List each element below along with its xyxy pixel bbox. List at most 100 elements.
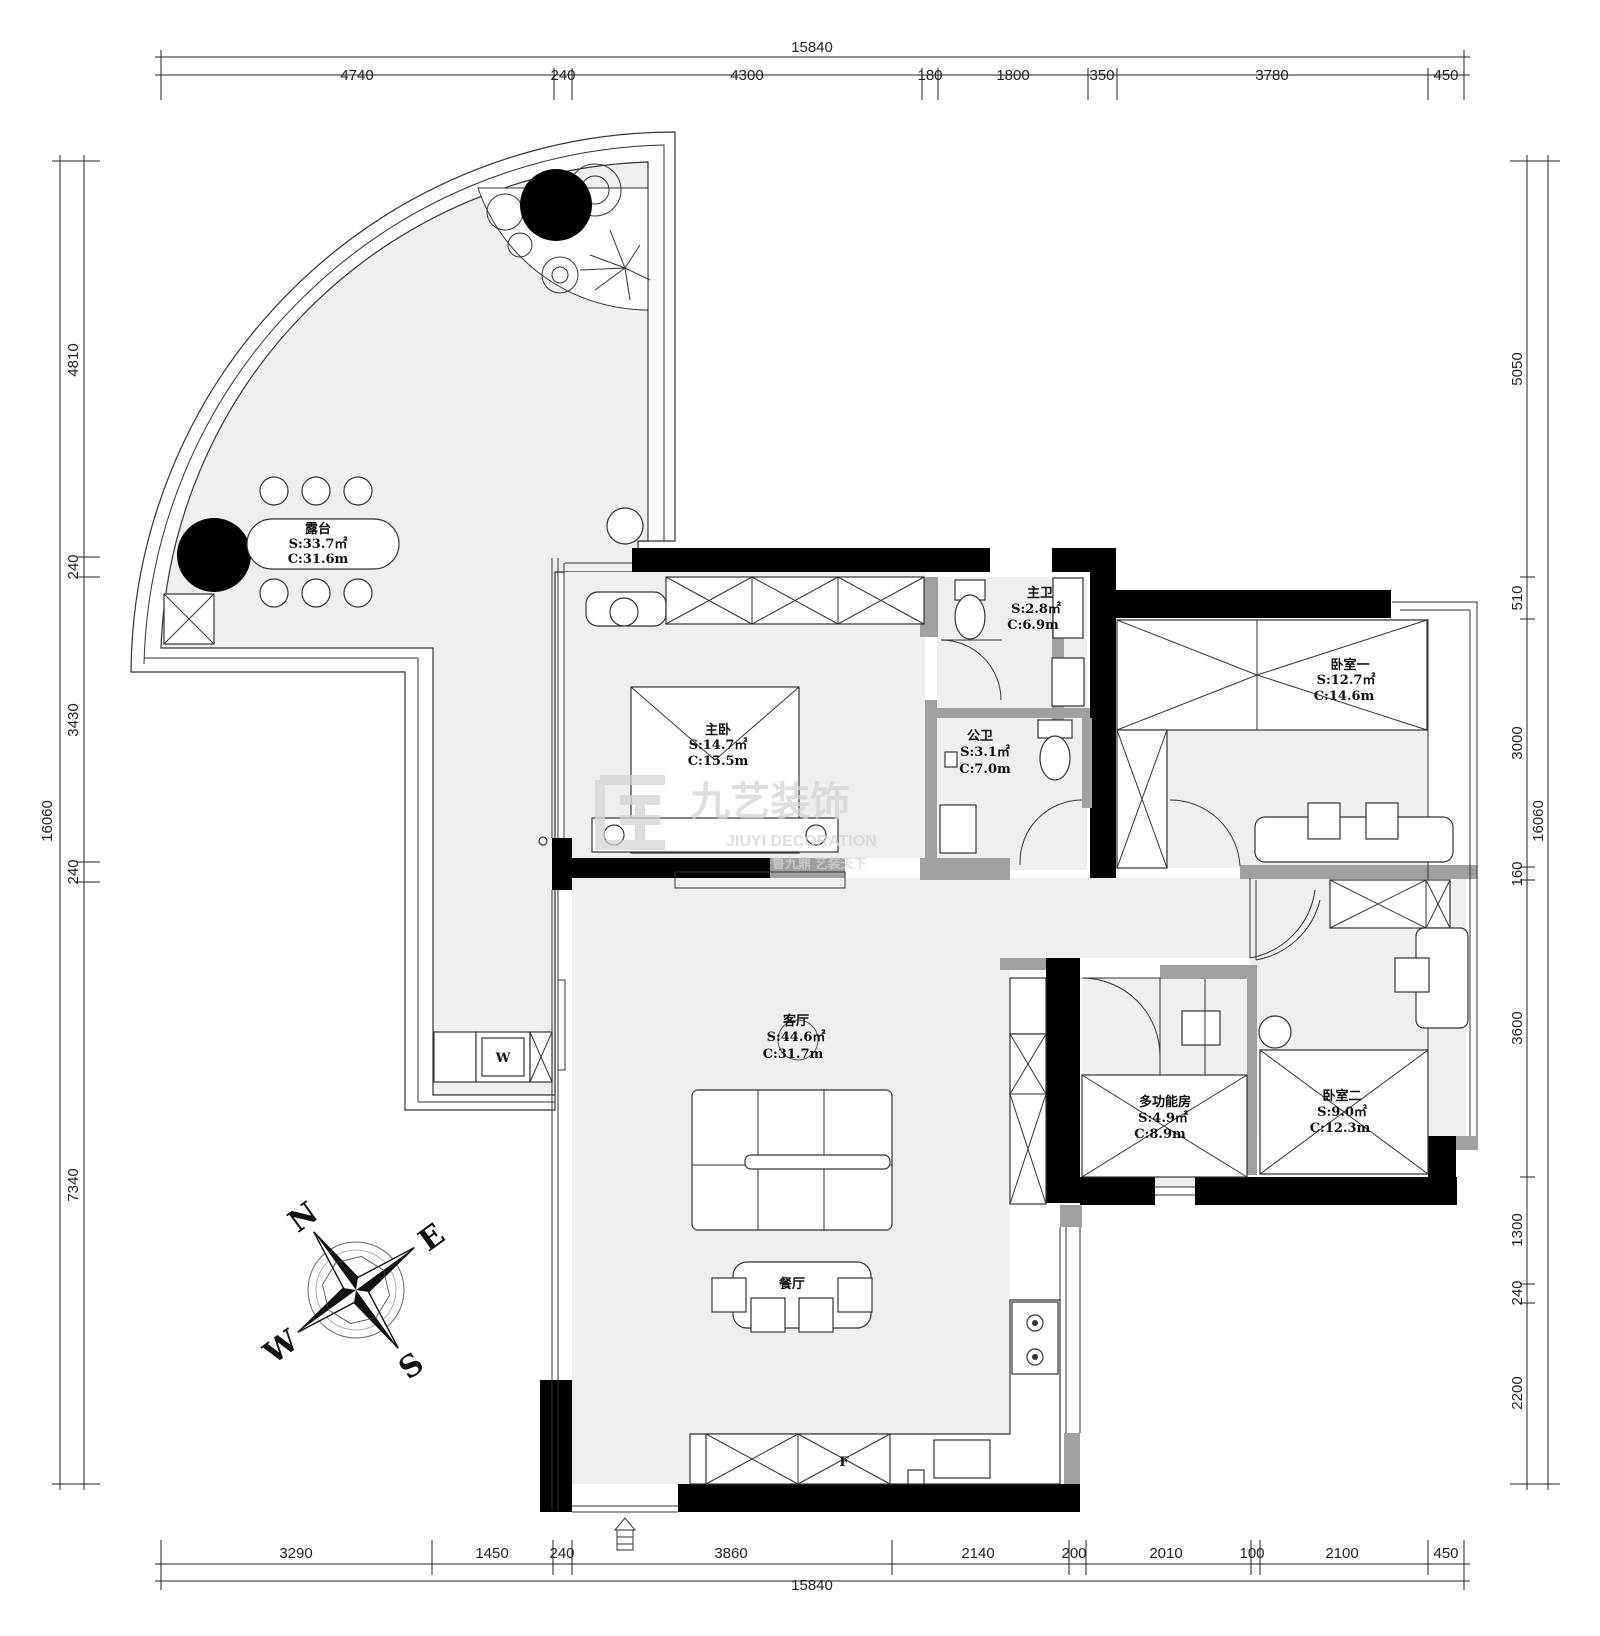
dining-label: 餐厅 (778, 1276, 805, 1292)
wardrobe (1329, 879, 1451, 929)
bedroom-2: 卧室二 S:9.0㎡ C:12.3m (1255, 879, 1469, 1175)
multi-function-room: 多功能房 S:4.9㎡ C:8.9m (1081, 977, 1248, 1178)
toilet-icon (954, 594, 986, 640)
basin-icon (939, 804, 977, 854)
living-dining-floor (572, 878, 1250, 1484)
bedroom-1-label: 卧室一 S:12.7㎡ C:14.6m (1314, 657, 1376, 704)
master-bedroom-label: 主卧 S:14.7㎡ C:15.5m (688, 722, 749, 769)
dimension-top: 15840 4740 240 4300 180 1800 350 3780 45… (155, 39, 1470, 100)
dim-bottom-seg: 3290 (279, 1545, 312, 1562)
public-bath-name: 公卫 (967, 729, 993, 744)
dim-bottom-seg: 200 (1061, 1545, 1086, 1562)
public-bath-perimeter: C:7.0m (959, 762, 1011, 777)
chair (750, 1297, 786, 1333)
dim-bottom-seg: 450 (1433, 1545, 1458, 1562)
terrace-area-text: S:33.7㎡ (289, 536, 348, 552)
multi-room-perimeter: C:8.9m (1134, 1127, 1186, 1142)
master-bath-label: 主卫 S:2.8㎡ C:6.9m (1007, 585, 1061, 633)
bedroom-2-perimeter: C:12.3m (1310, 1121, 1371, 1136)
dim-right-seg: 5050 (1509, 352, 1526, 385)
toilet-icon (1039, 735, 1071, 781)
living-room-area: S:44.6㎡ (767, 1029, 826, 1045)
terrace-label: 露台 S:33.7㎡ C:31.6m (288, 521, 349, 567)
dim-left-seg: 3430 (65, 703, 82, 736)
stool (343, 476, 373, 506)
bedroom-1-name: 卧室一 (1330, 657, 1369, 673)
dim-top-seg: 3780 (1255, 67, 1288, 84)
dim-left-seg: 4810 (65, 343, 82, 376)
desk (1254, 816, 1454, 863)
watermark-logo: 九艺装饰 JIUYI DECORATION 鲁九鼎 艺装天下 (595, 775, 877, 871)
dim-right-seg: 160 (1509, 861, 1526, 886)
public-bath-area: S:3.1㎡ (960, 744, 1010, 760)
watermark-english: JIUYI DECORATION (726, 833, 877, 850)
dim-bottom-seg: 2010 (1149, 1545, 1182, 1562)
master-bedroom-perimeter: C:15.5m (688, 754, 749, 769)
dim-bottom-total: 15840 (791, 1577, 833, 1594)
round-table (1258, 1015, 1292, 1049)
master-bath-name: 主卫 (1027, 585, 1053, 601)
chair (1394, 957, 1430, 993)
dim-top-seg: 240 (550, 67, 575, 84)
dim-right-seg: 3600 (1509, 1011, 1526, 1044)
chair (837, 1277, 873, 1313)
dim-top-seg: 450 (1433, 67, 1458, 84)
dim-top-seg: 1800 (996, 67, 1029, 84)
shower (1052, 577, 1084, 639)
dim-bottom-seg: 240 (549, 1545, 574, 1562)
dim-top-seg: 350 (1089, 67, 1114, 84)
dim-right-seg: 240 (1509, 1280, 1526, 1305)
dim-top-seg: 4740 (340, 67, 373, 84)
nightstand-lamp (805, 824, 827, 846)
compass-west: W (257, 1322, 307, 1371)
dim-right-seg: 510 (1509, 585, 1526, 610)
dim-bottom-seg: 100 (1239, 1545, 1264, 1562)
dim-bottom-seg: 1450 (475, 1545, 508, 1562)
dim-right-seg: 2200 (1509, 1376, 1526, 1409)
stool (259, 578, 289, 608)
compass-rose-icon: N S E W (257, 1195, 452, 1387)
multi-room-label: 多功能房 S:4.9㎡ C:8.9m (1134, 1094, 1191, 1142)
bedroom-1: 卧室一 S:12.7㎡ C:14.6m (1116, 619, 1454, 869)
multi-room-area: S:4.9㎡ (1138, 1110, 1188, 1126)
cabinet (1009, 977, 1047, 1035)
basin-icon (1051, 657, 1085, 707)
master-bedroom: 主卧 S:14.7㎡ C:15.5m (538, 576, 925, 854)
master-bedroom-area: S:14.7㎡ (689, 737, 748, 753)
living-room-name: 客厅 (783, 1013, 809, 1029)
living-dining: F 客厅 S:44.6㎡ C:31.7m 餐厅 (613, 878, 1316, 1551)
stool (343, 578, 373, 608)
bedroom-2-name: 卧室二 (1322, 1088, 1361, 1104)
chair (1307, 802, 1341, 840)
bedroom-2-area: S:9.0㎡ (1317, 1104, 1367, 1120)
laundry-cabinet (433, 1031, 477, 1083)
master-bath: 主卫 S:2.8㎡ C:6.9m (940, 577, 1085, 707)
bed (1116, 619, 1428, 731)
dim-top-total: 15840 (791, 39, 833, 56)
compass-south: S (392, 1346, 430, 1387)
dim-left-seg: 240 (65, 859, 82, 884)
chair (798, 1297, 834, 1333)
dimension-bottom: 3290 1450 240 3860 2140 200 2010 100 210… (155, 1540, 1470, 1594)
chair (1365, 802, 1399, 840)
dim-bottom-seg: 2140 (961, 1545, 994, 1562)
chair (711, 1277, 747, 1313)
stool (301, 578, 331, 608)
round-planter-icon (177, 518, 251, 592)
terrace-area: W 露台 S:33.7㎡ C:31.6m (130, 131, 676, 1111)
sink-icon (606, 507, 644, 545)
bedroom-1-perimeter: C:14.6m (1314, 689, 1375, 704)
dim-right-seg: 1300 (1509, 1213, 1526, 1246)
dim-right-seg: 3000 (1509, 726, 1526, 759)
living-room-label: 客厅 S:44.6㎡ C:31.7m (763, 1013, 826, 1062)
dimension-right: 5050 510 3000 160 3600 1300 240 2200 160… (1509, 155, 1560, 1490)
tall-cabinet (1009, 1033, 1047, 1205)
compass-north: N (282, 1195, 325, 1239)
terrace-perimeter: C:31.6m (288, 552, 349, 567)
washer-mark: W (495, 1051, 511, 1066)
walls (540, 548, 1478, 1512)
watermark-slogan: 鲁九鼎 艺装天下 (772, 856, 867, 871)
entrance-arrow-icon (613, 1517, 637, 1531)
outdoor-table (246, 518, 400, 570)
living-room-perimeter: C:31.7m (763, 1047, 824, 1062)
